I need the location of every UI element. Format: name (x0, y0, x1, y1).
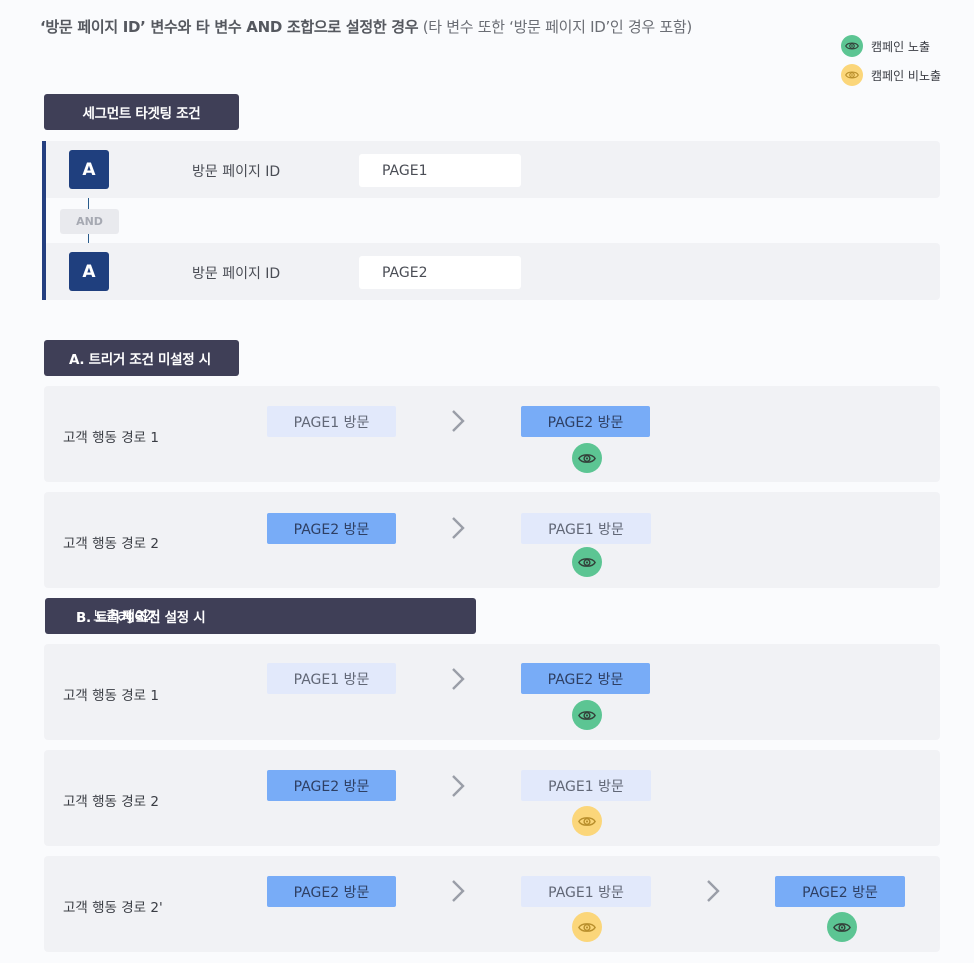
step-chip-active: PAGE2 방문 (521, 406, 650, 437)
chevron-right-icon (450, 409, 466, 433)
path-panel: 고객 행동 경로 2' PAGE2 방문 PAGE1 방문 PAGE2 방문 (44, 856, 940, 952)
trigger-label: 노출 페이지 (93, 609, 161, 625)
eye-icon (572, 443, 602, 473)
path-panel: 고객 행동 경로 2 PAGE2 방문 PAGE1 방문 (44, 750, 940, 846)
step-chip: PAGE1 방문 (521, 513, 651, 544)
segment-accent-bar (42, 141, 46, 300)
path-label: 고객 행동 경로 2 (63, 536, 159, 552)
segment-variable-label: 방문 페이지 ID (192, 266, 281, 282)
trigger-value: Page2 (110, 608, 152, 624)
step-chip-active: PAGE2 방문 (267, 513, 396, 544)
eye-icon (572, 700, 602, 730)
path-label: 고객 행동 경로 2' (63, 900, 163, 916)
legend: 캠페인 노출 캠페인 비노출 (841, 35, 941, 93)
section-a-header: A. 트리거 조건 미설정 시 (44, 340, 239, 376)
section-b-title: B. 트리거 조건 설정 시 (76, 610, 206, 626)
title-strong: ‘방문 페이지 ID’ 변수와 타 변수 AND 조합으로 설정한 경우 (40, 18, 419, 36)
and-connector: AND (60, 209, 119, 234)
step-chip-active: PAGE2 방문 (775, 876, 905, 907)
segment-condition-row: A 방문 페이지 ID PAGE2 (44, 243, 940, 300)
title-light: (타 변수 또한 ‘방문 페이지 ID’인 경우 포함) (418, 18, 693, 36)
connector-line (88, 234, 89, 243)
step-chip-active: PAGE2 방문 (267, 770, 396, 801)
section-a-title: A. 트리거 조건 미설정 시 (69, 352, 211, 368)
segment-value-field[interactable]: PAGE1 (359, 154, 521, 187)
segment-header-label: 세그먼트 타겟팅 조건 (82, 106, 201, 122)
step-chip: PAGE1 방문 (267, 406, 396, 437)
segment-header: 세그먼트 타겟팅 조건 (44, 94, 239, 130)
path-label: 고객 행동 경로 1 (63, 430, 159, 446)
step-chip: PAGE1 방문 (521, 770, 651, 801)
path-panel: 고객 행동 경로 2 PAGE2 방문 PAGE1 방문 (44, 492, 940, 588)
segment-badge: A (69, 252, 109, 291)
connector-line (88, 198, 89, 209)
path-label: 고객 행동 경로 1 (63, 688, 159, 704)
legend-exposed: 캠페인 노출 (841, 35, 941, 57)
eye-icon (572, 547, 602, 577)
eye-icon (572, 806, 602, 836)
segment-value: PAGE1 (382, 162, 428, 179)
page-title: ‘방문 페이지 ID’ 변수와 타 변수 AND 조합으로 설정한 경우 (타 … (40, 16, 692, 37)
legend-not-exposed: 캠페인 비노출 (841, 64, 941, 86)
chevron-right-icon (450, 774, 466, 798)
segment-badge: A (69, 150, 109, 189)
chevron-right-icon (450, 516, 466, 540)
eye-icon (841, 64, 863, 86)
eye-icon (827, 912, 857, 942)
segment-value-field[interactable]: PAGE2 (359, 256, 521, 289)
chevron-right-icon (450, 879, 466, 903)
path-panel: 고객 행동 경로 1 PAGE1 방문 PAGE2 방문 (44, 644, 940, 740)
chevron-right-icon (705, 879, 721, 903)
eye-icon (841, 35, 863, 57)
eye-icon (572, 912, 602, 942)
path-label: 고객 행동 경로 2 (63, 794, 159, 810)
legend-not-exposed-label: 캠페인 비노출 (871, 68, 942, 83)
section-b-header: B. 트리거 조건 설정 시 노출 페이지 Page2 (45, 598, 476, 634)
segment-condition-row: A 방문 페이지 ID PAGE1 (44, 141, 940, 198)
chevron-right-icon (450, 667, 466, 691)
step-chip-active: PAGE2 방문 (521, 663, 650, 694)
segment-value: PAGE2 (382, 264, 428, 281)
step-chip: PAGE1 방문 (267, 663, 396, 694)
step-chip: PAGE1 방문 (521, 876, 651, 907)
step-chip-active: PAGE2 방문 (267, 876, 396, 907)
legend-exposed-label: 캠페인 노출 (871, 39, 931, 54)
path-panel: 고객 행동 경로 1 PAGE1 방문 PAGE2 방문 (44, 386, 940, 482)
segment-variable-label: 방문 페이지 ID (192, 164, 281, 180)
